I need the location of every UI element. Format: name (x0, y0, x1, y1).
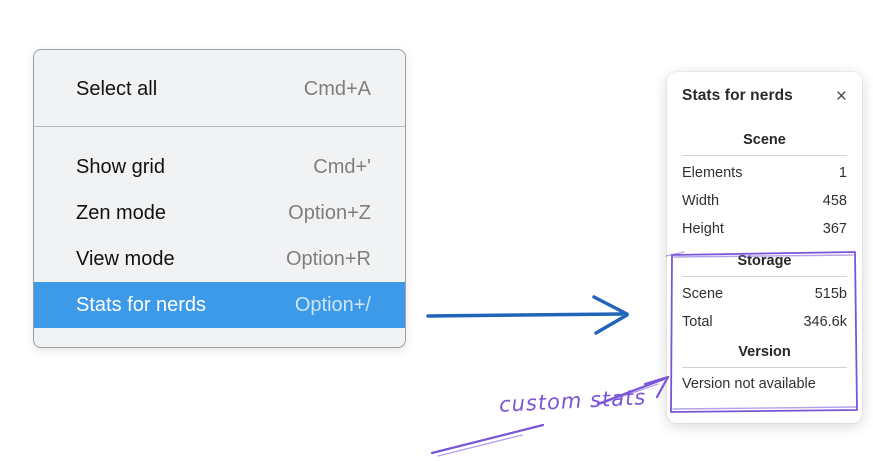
menu-item-shortcut: Cmd+' (313, 155, 371, 178)
menu-item-shortcut: Option+R (285, 247, 371, 270)
stats-panel-header: Stats for nerds × (682, 84, 847, 108)
section-heading: Storage (737, 253, 792, 269)
stat-label: Scene (682, 286, 724, 302)
menu-item-select-all[interactable]: Select all Cmd+A (34, 61, 405, 117)
menu-item-shortcut: Cmd+A (303, 77, 371, 100)
menu-item-label: Select all (76, 77, 158, 100)
menu-item-label: View mode (76, 247, 175, 270)
stat-value: 458 (822, 193, 847, 209)
stat-label: Height (682, 221, 724, 237)
stats-section-storage: Storage Scene 515b Total 346.6k (682, 253, 847, 336)
stat-row-height: Height 367 (682, 215, 847, 243)
menu-group-bottom: Show grid Cmd+' Zen mode Option+Z View m… (34, 127, 405, 344)
context-menu: Select all Cmd+A Show grid Cmd+' Zen mod… (33, 49, 406, 348)
section-heading: Scene (743, 132, 786, 148)
blue-arrow (426, 295, 629, 335)
stat-row-elements: Elements 1 (682, 159, 847, 187)
menu-item-label: Zen mode (76, 201, 167, 224)
version-note: Version not available (682, 376, 816, 392)
menu-item-zen-mode[interactable]: Zen mode Option+Z (34, 190, 405, 236)
stats-section-scene: Scene Elements 1 Width 458 Height 367 (682, 132, 847, 243)
menu-separator (34, 126, 405, 127)
close-icon[interactable]: × (835, 85, 847, 107)
stats-panel-title: Stats for nerds (682, 87, 793, 104)
menu-item-shortcut: Option+Z (288, 201, 371, 224)
menu-group-top: Select all Cmd+A (34, 50, 405, 126)
stats-panel: Stats for nerds × Scene Elements 1 Width… (667, 72, 862, 423)
section-divider (682, 155, 847, 156)
stat-label: Total (682, 314, 713, 330)
menu-item-label: Show grid (76, 155, 165, 178)
menu-item-view-mode[interactable]: View mode Option+R (34, 236, 405, 282)
stat-value: 367 (822, 221, 847, 237)
stat-value: 1 (838, 165, 847, 181)
menu-item-label: Stats for nerds (76, 293, 207, 316)
menu-item-stats-for-nerds[interactable]: Stats for nerds Option+/ (34, 282, 405, 328)
stat-label: Width (682, 193, 720, 209)
stat-value: 515b (814, 286, 847, 302)
stat-row-width: Width 458 (682, 187, 847, 215)
stat-row-total-storage: Total 346.6k (682, 308, 847, 336)
stat-row-scene-storage: Scene 515b (682, 280, 847, 308)
stat-label: Elements (682, 165, 743, 181)
menu-item-shortcut: Option+/ (294, 293, 371, 316)
menu-item-show-grid[interactable]: Show grid Cmd+' (34, 144, 405, 190)
stat-value: 346.6k (803, 314, 847, 330)
custom-stats-annotation: custom stats (498, 385, 647, 417)
section-heading: Version (738, 344, 791, 360)
stats-section-version: Version Version not available (682, 344, 847, 400)
